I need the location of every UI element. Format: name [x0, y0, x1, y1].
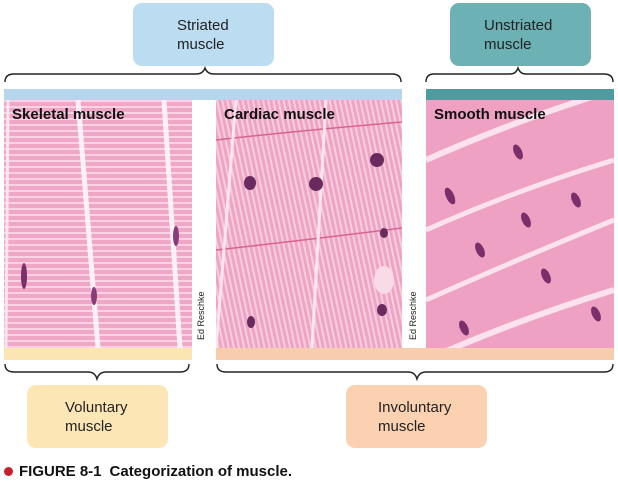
- smooth-muscle-label: Smooth muscle: [434, 106, 546, 123]
- striated-strip: [4, 89, 402, 100]
- involuntary-muscle-box: Involuntary muscle: [346, 385, 487, 448]
- involuntary-strip: [216, 348, 614, 360]
- figure-number: FIGURE 8-1: [19, 463, 102, 480]
- caption-bullet-icon: [4, 467, 13, 476]
- skeletal-muscle-label: Skeletal muscle: [12, 106, 125, 123]
- skeletal-muscle-image: Skeletal muscle: [4, 100, 192, 348]
- voluntary-strip: [4, 348, 192, 360]
- cardiac-muscle-image: Cardiac muscle: [216, 100, 402, 348]
- unstriated-brace: [425, 66, 614, 83]
- smooth-muscle-image: Smooth muscle: [426, 100, 614, 348]
- striated-brace: [4, 66, 402, 83]
- figure-caption-text: Categorization of muscle.: [109, 463, 293, 480]
- voluntary-muscle-box: Voluntary muscle: [27, 385, 168, 448]
- involuntary-muscle-label: Involuntary muscle: [378, 398, 452, 435]
- cardiac-muscle-label: Cardiac muscle: [224, 106, 335, 123]
- striated-muscle-box: Striated muscle: [133, 3, 274, 66]
- voluntary-brace: [4, 363, 190, 382]
- voluntary-muscle-label: Voluntary muscle: [65, 398, 128, 435]
- figure-caption: FIGURE 8-1 Categorization of muscle.: [4, 463, 292, 480]
- unstriated-muscle-box: Unstriated muscle: [450, 3, 591, 66]
- cardiac-image-credit: Ed Reschke: [196, 291, 206, 340]
- unstriated-muscle-label: Unstriated muscle: [484, 16, 553, 53]
- smooth-image-credit: Ed Reschke: [408, 291, 418, 340]
- involuntary-brace: [216, 363, 614, 382]
- striated-muscle-label: Striated muscle: [177, 16, 229, 53]
- unstriated-strip: [426, 89, 614, 100]
